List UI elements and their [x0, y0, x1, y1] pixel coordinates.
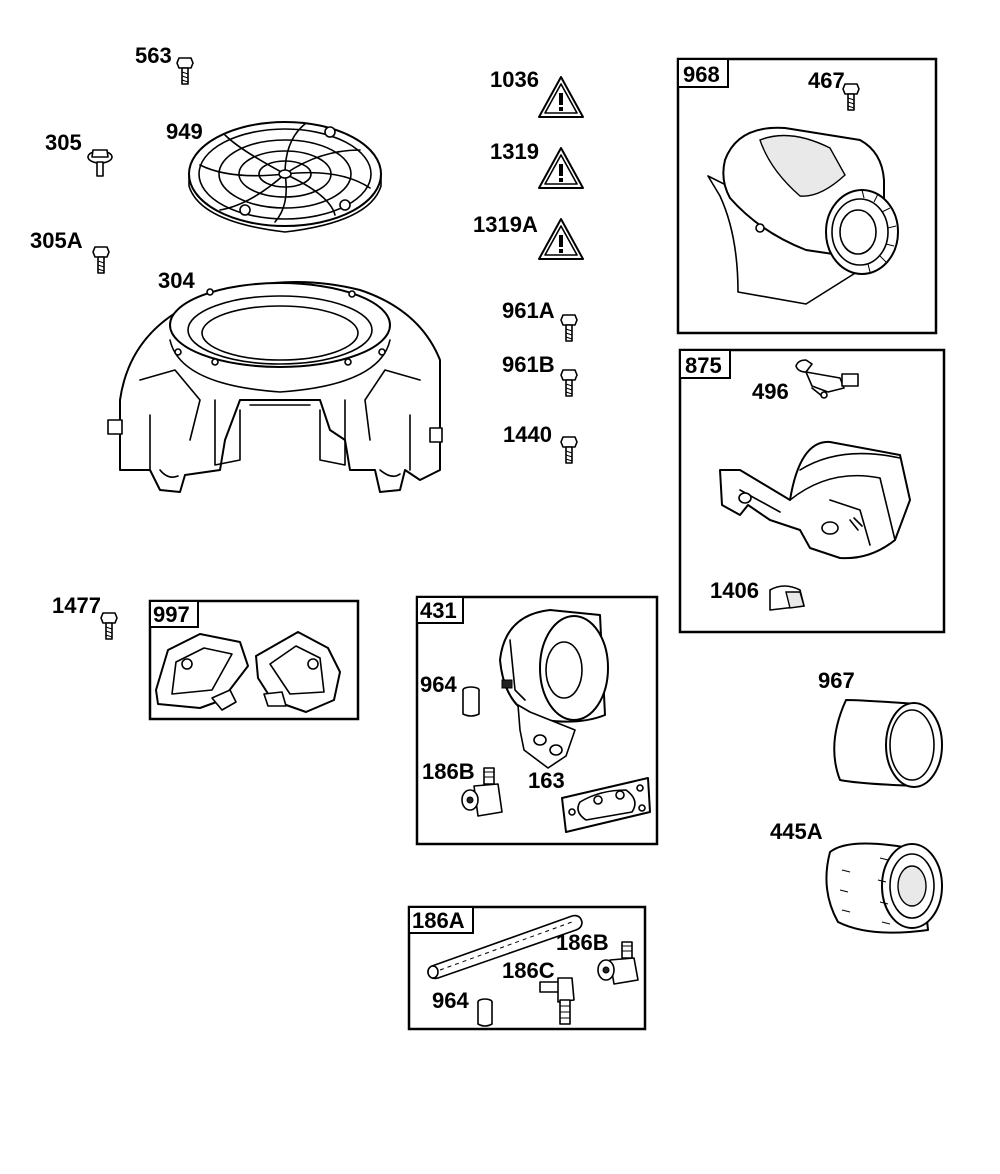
kit-box-431: 431: [415, 595, 659, 846]
part-label-163: 163: [528, 768, 565, 793]
kit-box-968: 968: [676, 57, 938, 335]
warning-decal-1319-icon: [538, 147, 584, 189]
fitting-186B-icon: [461, 767, 503, 817]
elbow-fitting-186C-icon: [539, 977, 575, 1025]
air-cleaner-base-875-icon: [719, 440, 911, 560]
blower-housing-304-icon: [107, 281, 443, 493]
screw-961A-icon: [560, 314, 578, 342]
part-label-445A: 445A: [770, 819, 823, 844]
plug-964-icon: [462, 686, 480, 717]
rotating-screen-949-icon: [188, 121, 382, 233]
part-label-1319A: 1319A: [473, 212, 538, 237]
screw-1477-icon: [100, 612, 118, 640]
plug-964-kit-icon: [477, 998, 493, 1027]
kit-label-186A: 186A: [412, 908, 465, 933]
part-label-304: 304: [158, 268, 195, 293]
part-label-496: 496: [752, 379, 789, 404]
bolt-467-icon: [842, 83, 860, 111]
part-label-949: 949: [166, 119, 203, 144]
gasket-163-icon: [561, 777, 651, 833]
screw-961B-icon: [560, 369, 578, 397]
part-label-964-kit186A: 964: [432, 988, 469, 1013]
warning-decal-1036-icon: [538, 76, 584, 118]
seal-1406-icon: [769, 585, 805, 611]
part-label-186B-kit431: 186B: [422, 759, 475, 784]
kit-box-875: 875: [678, 348, 946, 634]
air-cleaner-assembly-968-icon: [707, 126, 899, 305]
air-filter-445A-icon: [825, 842, 943, 934]
part-label-305A: 305A: [30, 228, 83, 253]
screw-1440-icon: [560, 436, 578, 464]
pre-cleaner-967-icon: [833, 699, 943, 788]
kit-label-875: 875: [685, 353, 722, 378]
bolt-305-icon: [87, 149, 113, 177]
screw-563-icon: [176, 57, 194, 85]
breather-hose-186A-icon: [427, 914, 583, 980]
part-label-563: 563: [135, 43, 172, 68]
part-label-1319: 1319: [490, 139, 539, 164]
part-label-1477: 1477: [52, 593, 101, 618]
part-label-467: 467: [808, 68, 845, 93]
kit-label-968: 968: [683, 62, 720, 87]
warning-decal-1319A-icon: [538, 218, 584, 260]
air-cleaner-housing-431-icon: [499, 609, 609, 769]
fitting-186B-kit-icon: [597, 941, 639, 985]
baffle-kit-997-icon: [155, 631, 341, 713]
part-label-961A: 961A: [502, 298, 555, 323]
part-label-305: 305: [45, 130, 82, 155]
part-label-961B: 961B: [502, 352, 555, 377]
part-label-964-kit431: 964: [420, 672, 457, 697]
part-label-967: 967: [818, 668, 855, 693]
part-label-1036: 1036: [490, 67, 539, 92]
kit-label-431: 431: [420, 598, 457, 623]
kit-box-997: 997: [148, 599, 360, 721]
bolt-305A-icon: [92, 246, 110, 274]
part-label-1440: 1440: [503, 422, 552, 447]
kit-box-186A: 186A: [407, 905, 647, 1031]
part-label-186C: 186C: [502, 958, 555, 983]
kit-label-997: 997: [153, 602, 190, 627]
part-label-1406: 1406: [710, 578, 759, 603]
breather-tube-496-icon: [795, 359, 859, 399]
